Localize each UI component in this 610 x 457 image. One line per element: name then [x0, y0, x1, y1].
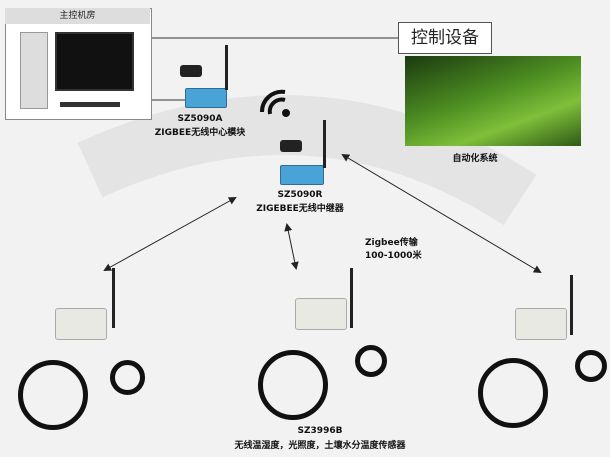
automation-caption: 自动化系统: [452, 154, 498, 164]
pc-tower: [20, 32, 48, 109]
wifi-icon: [259, 89, 290, 117]
sensor-model: SZ3996B: [297, 426, 343, 436]
repeater-device: [280, 165, 324, 185]
lawn-irrigation-image: [405, 56, 581, 146]
keyboard: [60, 102, 120, 107]
control-room-title: 主控机房: [5, 8, 150, 24]
monitor: [55, 32, 134, 91]
arrow: [284, 223, 299, 270]
repeater-model: SZ5090R: [277, 190, 323, 200]
center-module-desc: ZIGBEE无线中心模块: [154, 128, 246, 138]
control-device-title: 控制设备: [398, 22, 492, 54]
arrow: [341, 153, 542, 274]
center-module-model: SZ5090A: [177, 114, 223, 124]
transmission-range: 100-1000米: [365, 251, 422, 261]
sensor-desc: 无线温湿度，光照度，土壤水分温度传感器: [234, 441, 406, 451]
arrow: [103, 197, 237, 271]
repeater-desc: ZIGEBEE无线中继器: [256, 204, 344, 214]
center-module-device: [185, 88, 227, 108]
transmission-label: Zigbee传输: [365, 238, 418, 248]
